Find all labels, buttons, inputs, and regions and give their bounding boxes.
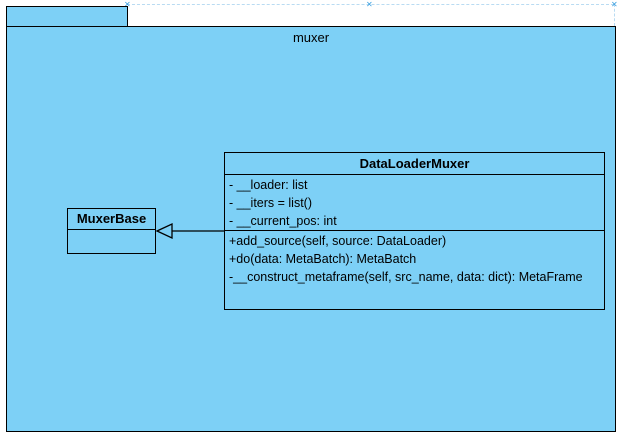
operation[interactable]: +do(data: MetaBatch): MetaBatch (229, 252, 417, 266)
class-operations: +add_source(self, source: DataLoader) +d… (225, 230, 604, 286)
package-tab[interactable] (6, 6, 128, 27)
attribute[interactable]: - __loader: list (229, 178, 308, 192)
class-name: DataLoaderMuxer (359, 156, 470, 171)
class-body (68, 229, 155, 254)
class-data-loader-muxer[interactable]: DataLoaderMuxer - __loader: list - __ite… (224, 152, 605, 310)
attribute[interactable]: - __current_pos: int (229, 214, 337, 228)
selection-outline-top (127, 4, 614, 5)
selection-handle-icon[interactable]: ✕ (366, 0, 373, 9)
operation[interactable]: +add_source(self, source: DataLoader) (229, 234, 447, 248)
attribute[interactable]: - __iters = list() (229, 196, 313, 210)
selection-outline-right (614, 4, 615, 26)
class-attributes: - __loader: list - __iters = list() - __… (225, 174, 604, 230)
class-name: MuxerBase (76, 211, 147, 226)
generalization-arrowhead-icon (155, 222, 173, 240)
selection-handle-icon[interactable]: ✕ (124, 0, 131, 9)
operation[interactable]: -__construct_metaframe(self, src_name, d… (229, 270, 583, 284)
selection-handle-icon[interactable]: ✕ (611, 0, 618, 9)
package-name: muxer (292, 30, 330, 45)
